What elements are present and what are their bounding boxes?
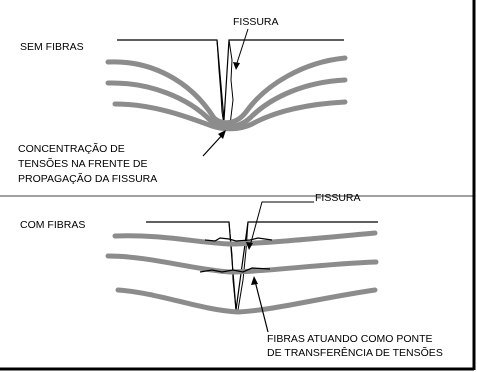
bottom-fiber-2 [199, 267, 271, 273]
top-annotation-line-2: TENSÕES NA FRENTE DE [18, 157, 148, 170]
bottom-annotation-line-2: DE TRANSFERÊNCIA DE TENSÕES [267, 346, 443, 359]
bottom-panel-title: COM FIBRAS [20, 219, 85, 231]
bottom-crack-pointer-line [249, 201, 314, 247]
top-crack-pointer-arrowhead [233, 62, 240, 70]
top-stress-line-3 [112, 99, 348, 132]
bottom-panel: COM FIBRAS FISSURA FIBRAS ATUANDO COMO P… [20, 192, 443, 359]
bottom-annotation-pointer-line [254, 280, 269, 333]
bottom-crack-right-edge [237, 221, 249, 311]
bottom-annotation-pointer-arrowhead [251, 276, 258, 285]
top-annotation-pointer-arrowhead [218, 130, 226, 139]
bottom-crack-label: FISSURA [315, 192, 361, 204]
top-surface-line [117, 39, 344, 121]
top-annotation-pointer-line [202, 132, 225, 157]
bottom-annotation-line-1: FIBRAS ATUANDO COMO PONTE [267, 333, 433, 345]
top-crack-right-edge [228, 39, 234, 126]
top-stress-line-1 [105, 55, 348, 126]
top-panel-title: SEM FIBRAS [20, 41, 84, 53]
bottom-stress-line-2 [105, 253, 379, 275]
top-crack-label: FISSURA [233, 16, 279, 28]
top-crack-left-edge [216, 39, 225, 126]
bottom-crack-left-edge [228, 221, 237, 311]
top-crack-pointer-line [235, 28, 249, 67]
bottom-stress-line-1 [112, 230, 378, 247]
bottom-stress-line-3 [115, 287, 378, 315]
top-panel: SEM FIBRAS FISSURA CONCENTRAÇÃO DE TENSÕ… [18, 16, 348, 185]
top-annotation-line-3: PROPAGAÇÃO DA FISSURA [18, 172, 157, 185]
top-annotation-line-1: CONCENTRAÇÃO DE [18, 142, 125, 155]
bottom-fiber-1 [204, 237, 273, 242]
bottom-crack-pointer-arrowhead [246, 242, 253, 250]
